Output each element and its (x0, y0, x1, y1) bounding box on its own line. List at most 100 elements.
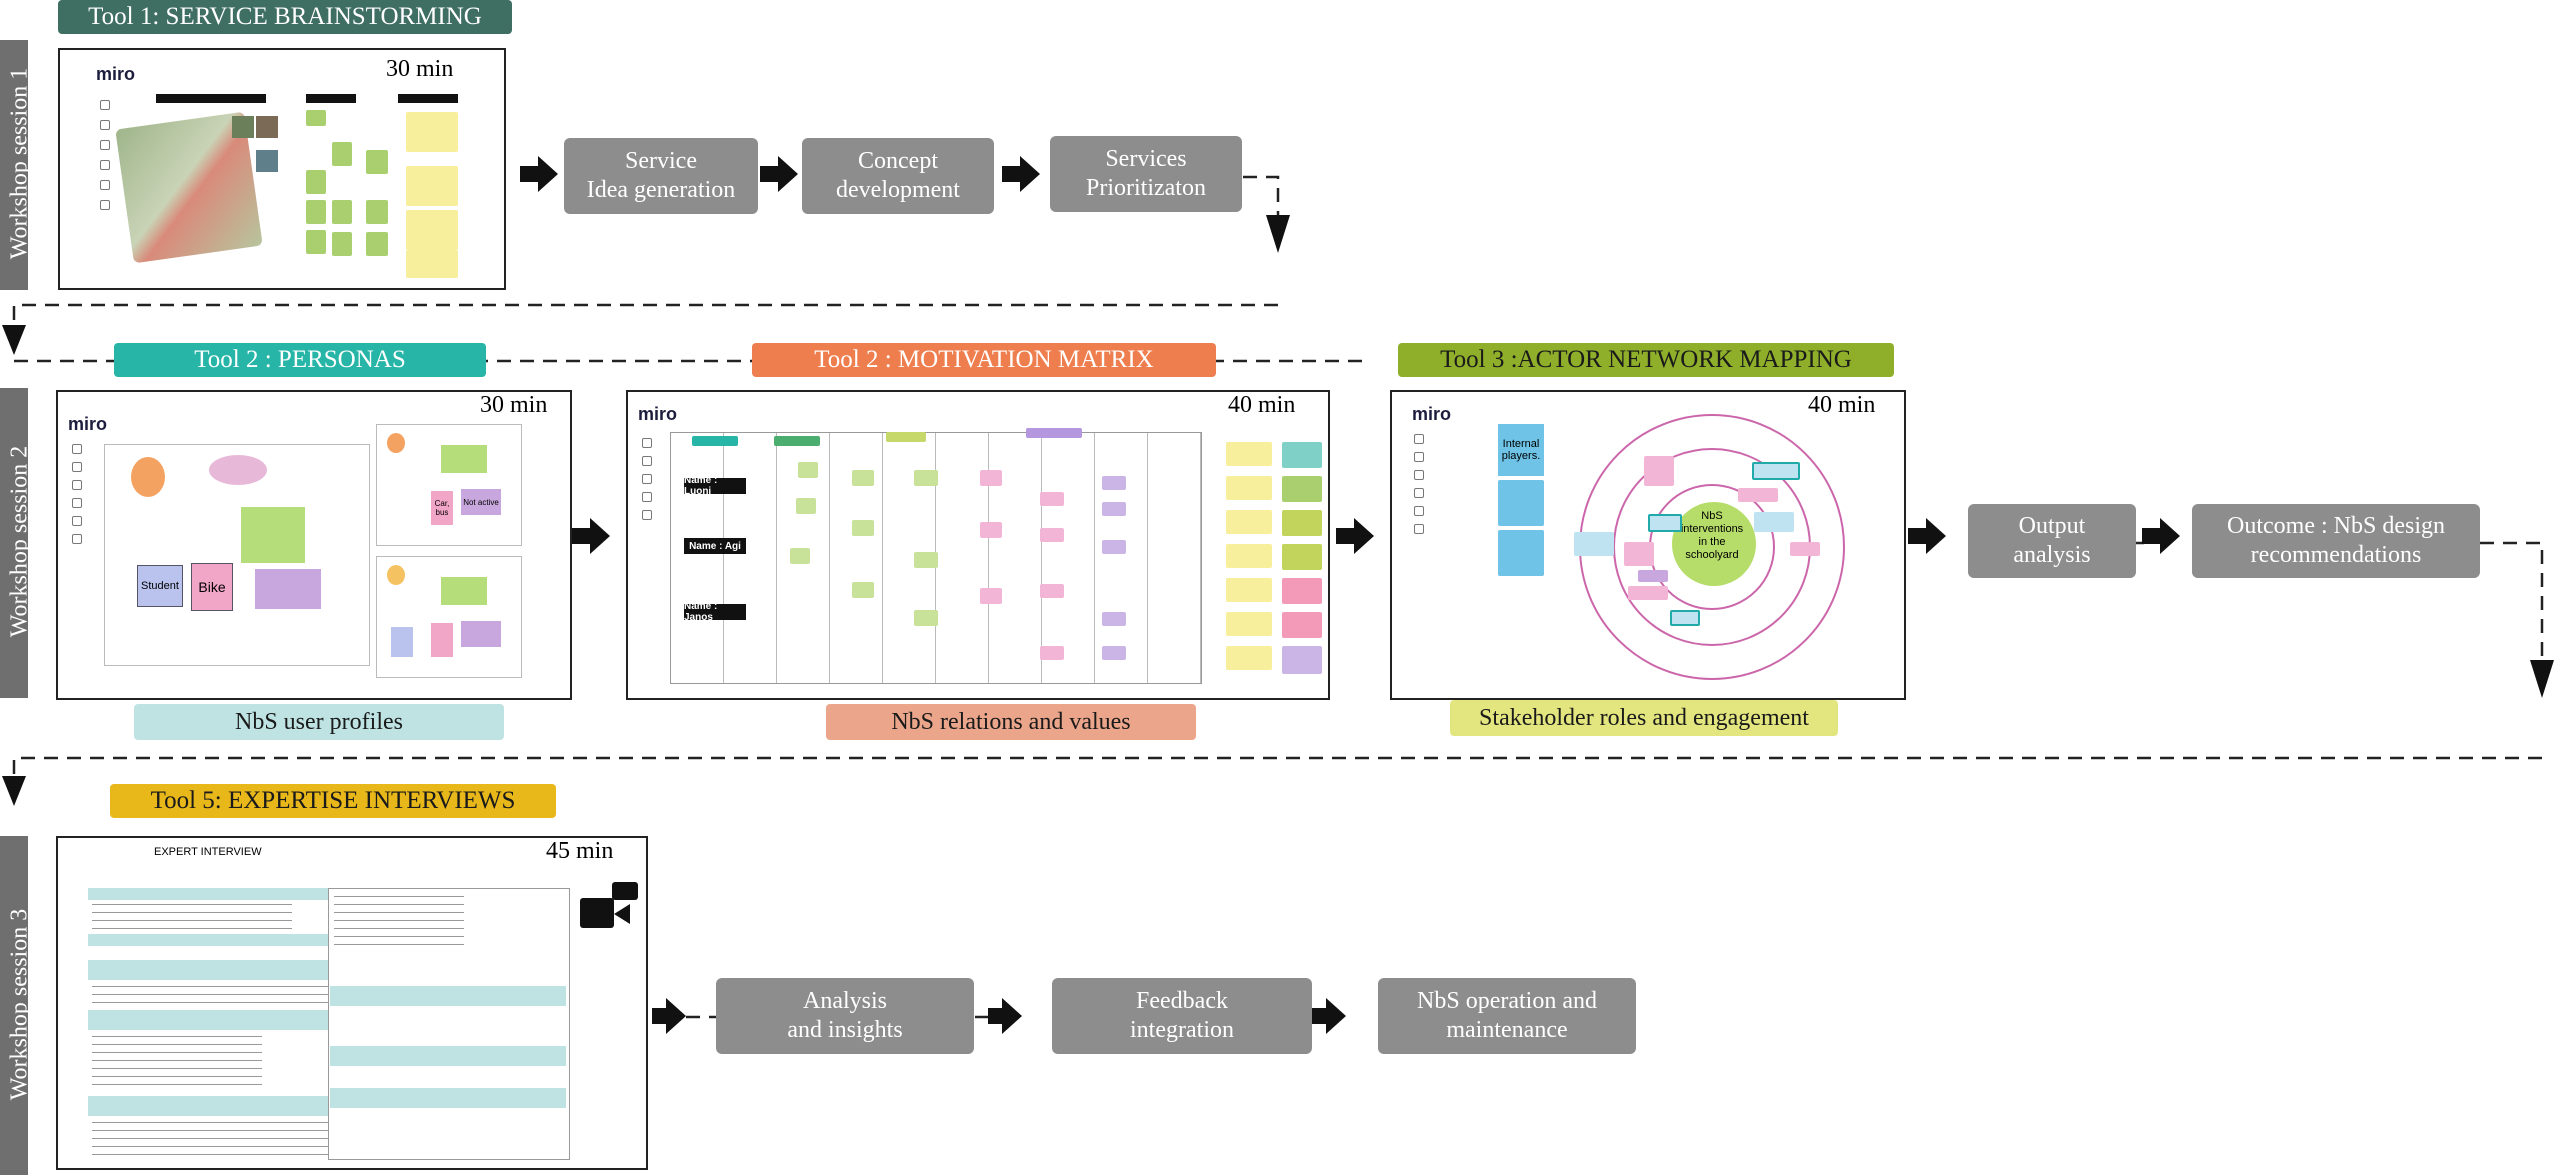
step-concept-development: Concept development (802, 138, 994, 214)
sticky-note (306, 110, 326, 126)
matrix-header (886, 432, 926, 442)
photo-thumbnail (232, 116, 254, 138)
sticky-note (332, 232, 352, 256)
session-bar-2: Workshop session 2 (0, 388, 33, 698)
doc-section-header (88, 888, 364, 900)
sticky-note (1040, 584, 1064, 598)
sticky-note (790, 548, 810, 564)
sticky-note (1102, 476, 1126, 490)
sticky-note (332, 142, 352, 166)
stakeholder-note (1624, 542, 1654, 566)
sticky-note (431, 623, 453, 657)
caption-stakeholder-roles: Stakeholder roles and engagement (1450, 700, 1838, 736)
miro-logo: miro (68, 414, 108, 434)
doc-text-lines (334, 896, 464, 952)
internal-players-note: Internal players. (1498, 424, 1544, 476)
sticky-note (852, 582, 874, 598)
matrix-name-2: Name : Agi (684, 538, 746, 554)
stakeholder-note (1752, 462, 1800, 480)
sticky-note (914, 552, 938, 568)
arrow-right-1 (520, 156, 558, 192)
persona-card-small-2 (376, 556, 522, 678)
step-feedback-integration: Feedback integration (1052, 978, 1312, 1054)
sticky-note (332, 200, 352, 224)
toolbar-icon (72, 534, 82, 544)
instruction-note (406, 210, 458, 250)
dashed-connector-s1-return (12, 303, 1278, 328)
personas-board-screenshot: miro 30 min Student Bike Car, bus Not ac… (56, 390, 572, 700)
miro-logo: miro (96, 64, 136, 84)
sticky-note (1102, 646, 1126, 660)
doc-text-lines (92, 1036, 262, 1092)
arrow-down-right-2 (2530, 660, 2554, 698)
sticky-note (366, 200, 388, 224)
sticky-note (306, 200, 326, 224)
dashed-connector-s1-right (1243, 175, 1280, 215)
doc-section-header (88, 960, 364, 980)
green-info-note (441, 577, 487, 605)
actor-network-board-screenshot: miro 40 min Internal players. NbS interv… (1390, 390, 1906, 700)
video-camera-icon (580, 882, 640, 932)
toolbar-icon (642, 510, 652, 520)
persona-bike-box: Bike (191, 563, 233, 611)
miro-logo: miro (1412, 404, 1452, 424)
instruction-note (1226, 612, 1272, 636)
duration-personas: 30 min (480, 392, 548, 418)
concept-note (1282, 442, 1322, 468)
sticky-note (1498, 530, 1544, 576)
arrow-right-7 (2142, 518, 2180, 554)
dashed-connector-s2-return (12, 756, 2542, 778)
instruction-note (1226, 442, 1272, 466)
persona-card-main: Student Bike (104, 444, 370, 666)
sticky-note (914, 610, 938, 626)
avatar (387, 565, 405, 585)
dashed-connector-s2-right (2480, 541, 2544, 660)
instruction-note (1226, 578, 1272, 602)
concept-note (1282, 612, 1322, 638)
sticky-note (391, 627, 413, 657)
stakeholder-note (1638, 570, 1668, 582)
tool-label-motivation-matrix: Tool 2 : MOTIVATION MATRIX (752, 343, 1216, 377)
miro-logo: miro (638, 404, 678, 424)
sticky-note (980, 522, 1002, 538)
toolbar-icon (642, 456, 652, 466)
caption-nbs-relations-values: NbS relations and values (826, 704, 1196, 740)
column-header (398, 94, 458, 103)
caption-nbs-user-profiles: NbS user profiles (134, 704, 504, 740)
instruction-note (1226, 510, 1272, 534)
toolbar-icon (72, 498, 82, 508)
stakeholder-note (1754, 512, 1794, 532)
stakeholder-note (1574, 532, 1614, 556)
toolbar-icon (1414, 524, 1424, 534)
toolbar-icon (642, 492, 652, 502)
doc-section-header (88, 934, 364, 946)
toolbar-icon (642, 438, 652, 448)
sticky-note (306, 230, 326, 254)
sticky-note (366, 150, 388, 174)
avatar (387, 433, 405, 453)
matrix-header (774, 436, 820, 446)
concept-note (1282, 578, 1322, 604)
step-services-prioritization: Services Prioritizaton (1050, 136, 1242, 212)
toolbar-icon (100, 160, 110, 170)
matrix-name-1: Name : Luoni (684, 475, 746, 497)
avatar (131, 457, 165, 497)
stakeholder-note (1628, 586, 1668, 600)
toolbar-icon (100, 140, 110, 150)
doc-section-header (88, 1096, 364, 1116)
persona-header-bubble (209, 455, 267, 485)
arrow-right-9 (988, 998, 1022, 1034)
purple-activity-note (255, 569, 321, 609)
toolbar-icon (1414, 488, 1424, 498)
matrix-name-3: Name : Janos (684, 601, 746, 623)
doc-section-header (330, 1088, 566, 1108)
concept-note (1282, 476, 1322, 502)
toolbar-icon (72, 516, 82, 526)
sticky-note (1040, 646, 1064, 660)
duration-brainstorming: 30 min (386, 56, 454, 82)
toolbar-icon (100, 200, 110, 210)
sticky-note (1498, 480, 1544, 526)
sticky-note (306, 170, 326, 194)
persona-card-small-1: Car, bus Not active (376, 424, 522, 546)
toolbar-icon (100, 180, 110, 190)
